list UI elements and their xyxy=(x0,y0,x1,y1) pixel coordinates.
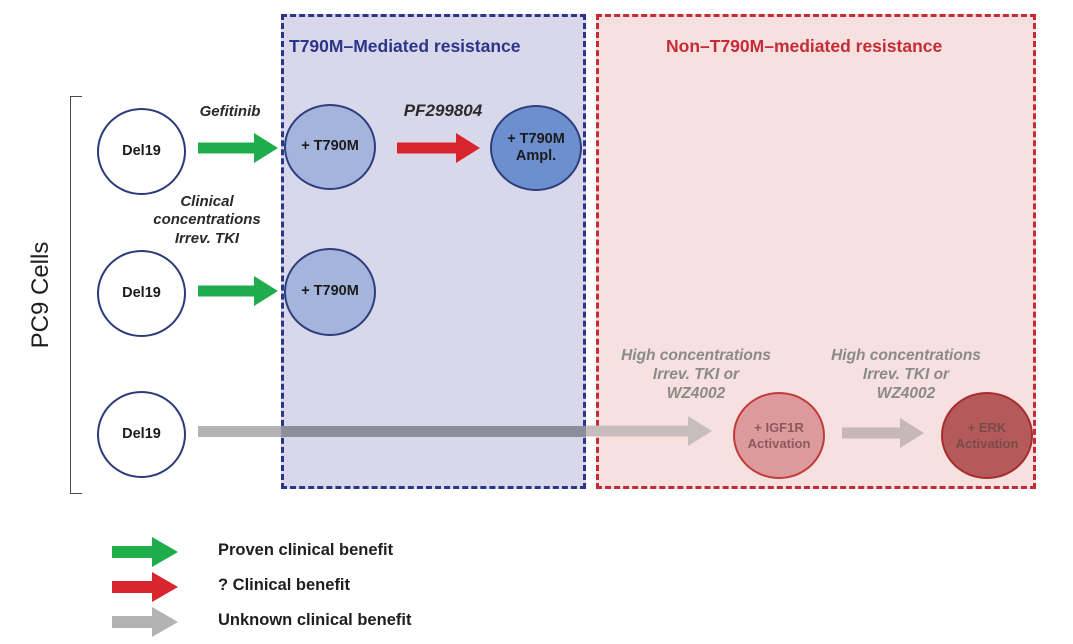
high-conc-label-2: High concentrations Irrev. TKI or WZ4002 xyxy=(831,347,981,402)
gefitinib-label: Gefitinib xyxy=(199,103,261,120)
gefitinib-arrow xyxy=(198,133,278,163)
legend-arrow-unknown xyxy=(112,607,178,637)
unknown-arrow-shaft-start xyxy=(198,426,281,437)
legend-label-unknown: Unknown clinical benefit xyxy=(218,611,412,629)
high-conc-label-1: High concentrations Irrev. TKI or WZ4002 xyxy=(621,347,771,402)
legend-label-proven: Proven clinical benefit xyxy=(218,541,394,559)
t790m-node-2: + T790M xyxy=(284,248,376,336)
non-t790m-region-title: Non–T790M–mediated resistance xyxy=(666,36,943,56)
unknown-arrow-shaft-mid xyxy=(281,426,586,437)
igf1r-activation-node: + IGF1R Activation xyxy=(733,392,825,479)
unknown-arrow-erk xyxy=(842,418,924,448)
legend-arrow-question xyxy=(112,572,178,602)
legend-label-question: ? Clinical benefit xyxy=(218,576,351,594)
clinical-irrev-tki-label: Clinical concentrations Irrev. TKI xyxy=(153,193,261,247)
pf299804-label: PF299804 xyxy=(403,101,483,120)
del19-node-1: Del19 xyxy=(97,108,186,195)
t790m-node-1: + T790M xyxy=(284,104,376,190)
unknown-arrow-head-igf1r xyxy=(586,416,712,446)
pf299804-arrow xyxy=(397,133,480,163)
t790m-ampl-node: + T790M Ampl. xyxy=(490,105,582,191)
del19-node-2: Del19 xyxy=(97,250,186,337)
t790m-region-title: T790M–Mediated resistance xyxy=(289,36,521,56)
legend-arrow-proven xyxy=(112,537,178,567)
clinical-tki-arrow xyxy=(198,276,278,306)
erk-activation-node: + ERK Activation xyxy=(941,392,1033,479)
del19-node-3: Del19 xyxy=(97,391,186,478)
pc9-bracket xyxy=(70,96,82,494)
